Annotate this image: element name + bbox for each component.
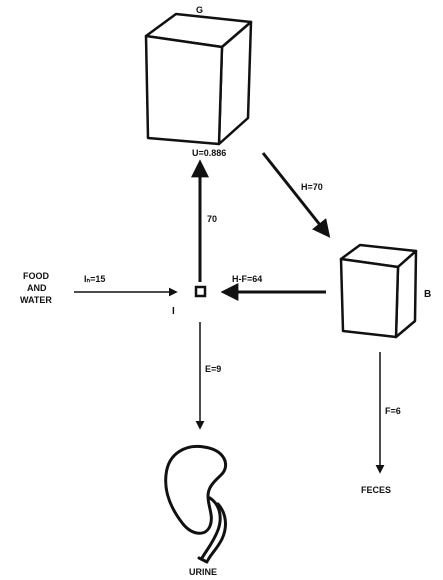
- compartment-b-cube: [341, 245, 416, 337]
- arrow-g-to-b: [263, 153, 328, 235]
- kidney-icon: [166, 446, 226, 562]
- up-flow-label: 70: [207, 214, 217, 224]
- hf-flow-label: H-F=64: [232, 274, 262, 284]
- feces-label: FECES: [361, 485, 391, 495]
- urine-label: URINE: [189, 567, 217, 577]
- compartment-b-label: B: [424, 289, 431, 300]
- f-flow-label: F=6: [385, 406, 401, 416]
- compartment-i-box: [196, 287, 205, 296]
- compartment-g-label: G: [196, 5, 203, 15]
- compartment-g-cube: [146, 14, 251, 144]
- compartment-i-label: I: [172, 306, 175, 317]
- and-label: AND: [27, 283, 47, 293]
- food-label: FOOD: [23, 271, 49, 281]
- e-flow-label: E=9: [205, 364, 221, 374]
- water-label: WATER: [20, 295, 52, 305]
- intake-flow-label: Iₙ=15: [84, 274, 105, 284]
- h-flow-label: H=70: [301, 182, 323, 192]
- u-flow-label: U=0.886: [192, 148, 226, 158]
